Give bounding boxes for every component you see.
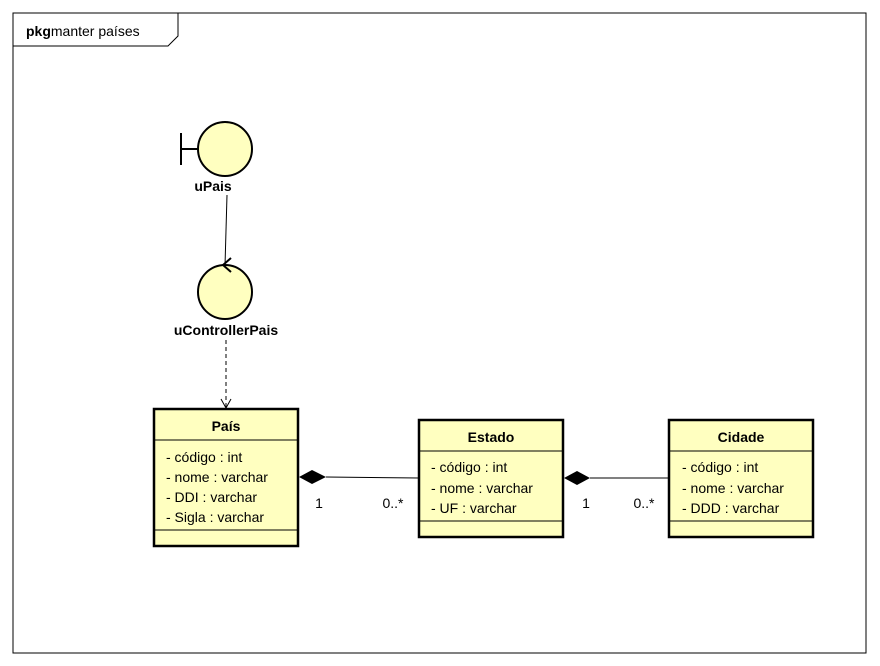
control-icon [197, 264, 253, 320]
class-attribute: - nome : varchar [431, 480, 533, 496]
class-attribute: - UF : varchar [431, 500, 517, 516]
composition-diamond [564, 471, 590, 485]
multiplicity-target: 0..* [633, 495, 655, 511]
boundary-icon [197, 121, 253, 177]
composition-diamond [299, 470, 326, 484]
class-attribute: - DDI : varchar [166, 489, 257, 505]
control-label: uControllerPais [174, 322, 278, 338]
class-attribute: - nome : varchar [682, 480, 784, 496]
control-ucontrollerpais[interactable]: uControllerPais [174, 257, 278, 338]
class-estado[interactable]: Estado - código : int - nome : varchar -… [417, 418, 565, 539]
association-upais-ucontrollerpais [224, 194, 228, 267]
package-frame [12, 12, 867, 654]
boundary-upais[interactable]: uPais [180, 121, 253, 194]
boundary-label: uPais [194, 178, 232, 194]
class-attribute: - nome : varchar [166, 469, 268, 485]
multiplicity-target: 0..* [382, 495, 404, 511]
class-attribute: - código : int [431, 459, 507, 475]
class-attribute: - DDD : varchar [682, 500, 780, 516]
package-tab [13, 13, 179, 47]
class-name: País [212, 418, 241, 434]
class-name: Cidade [718, 429, 765, 445]
multiplicity-source: 1 [315, 495, 323, 511]
class-attribute: - código : int [682, 459, 758, 475]
composition-estado-cidade: 1 0..* [564, 471, 669, 511]
control-arrowhead-icon [221, 257, 232, 273]
class-cidade[interactable]: Cidade - código : int - nome : varchar -… [667, 418, 815, 539]
class-pais[interactable]: País - código : int - nome : varchar - D… [152, 407, 300, 548]
multiplicity-source: 1 [582, 495, 590, 511]
package-title: pkgmanter países [26, 23, 140, 39]
class-name: Estado [468, 429, 515, 445]
class-attribute: - Sigla : varchar [166, 509, 264, 525]
composition-pais-estado: 1 0..* [299, 470, 420, 511]
class-attribute: - código : int [166, 449, 242, 465]
